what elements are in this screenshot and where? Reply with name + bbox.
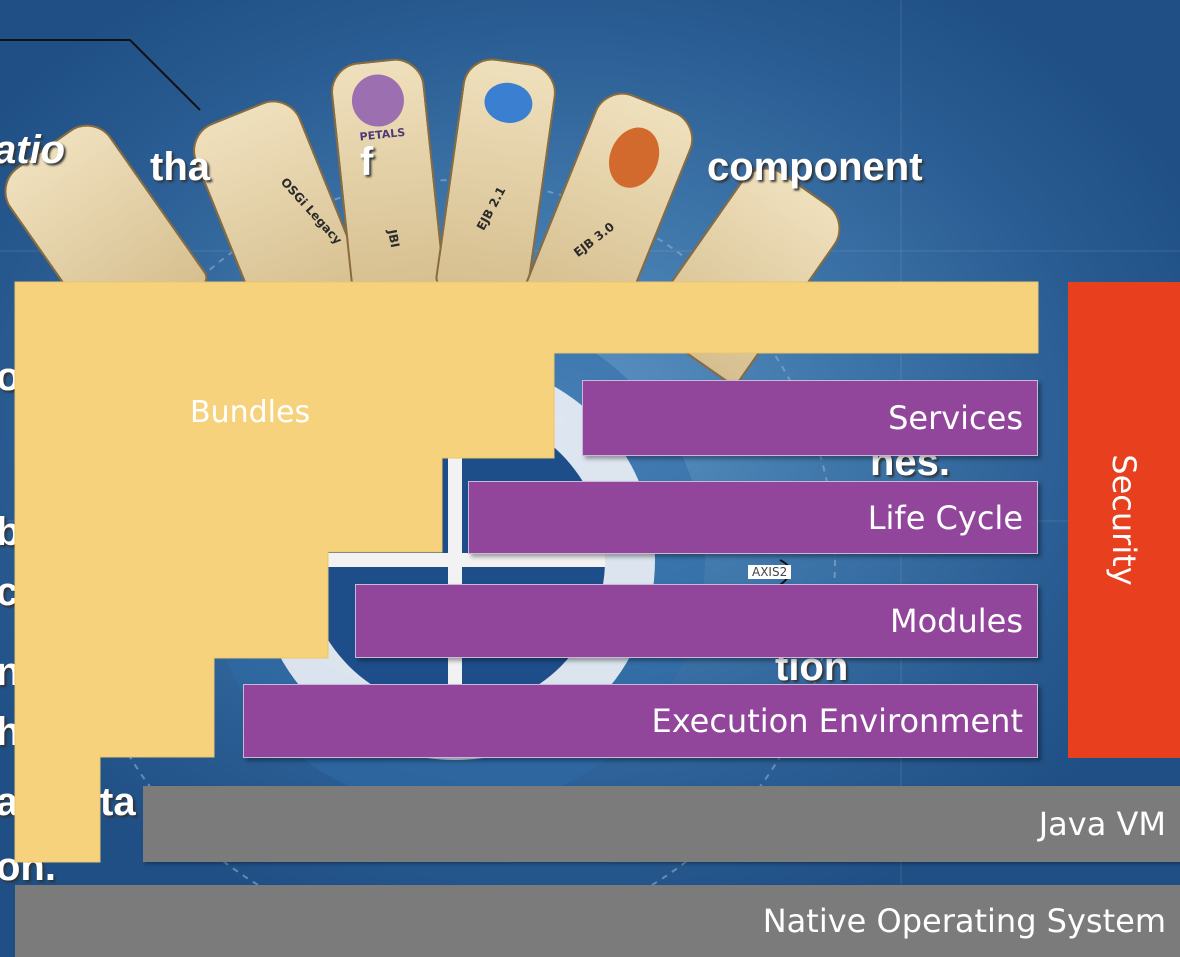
background-text: atio (0, 128, 66, 172)
security-layer: Security (1068, 282, 1180, 758)
execution-environment-layer: Execution Environment (243, 684, 1038, 758)
background-text: ta (100, 780, 136, 824)
background-text: tha (150, 145, 210, 189)
life-cycle-layer: Life Cycle (468, 481, 1038, 554)
axis2-logo: AXIS2 (748, 565, 792, 579)
background-text: a (0, 780, 19, 824)
background-text: f (360, 140, 374, 184)
background-text: component (707, 145, 923, 189)
background-grid-line (900, 0, 902, 957)
security-label: Security (1105, 454, 1143, 586)
bundles-label: Bundles (190, 395, 311, 430)
java-vm-layer: Java VM (143, 786, 1180, 862)
native-operating-system-layer: Native Operating System (15, 885, 1180, 957)
services-layer: Services (582, 380, 1038, 456)
background-text: c (0, 570, 19, 614)
modules-layer: Modules (355, 584, 1038, 658)
